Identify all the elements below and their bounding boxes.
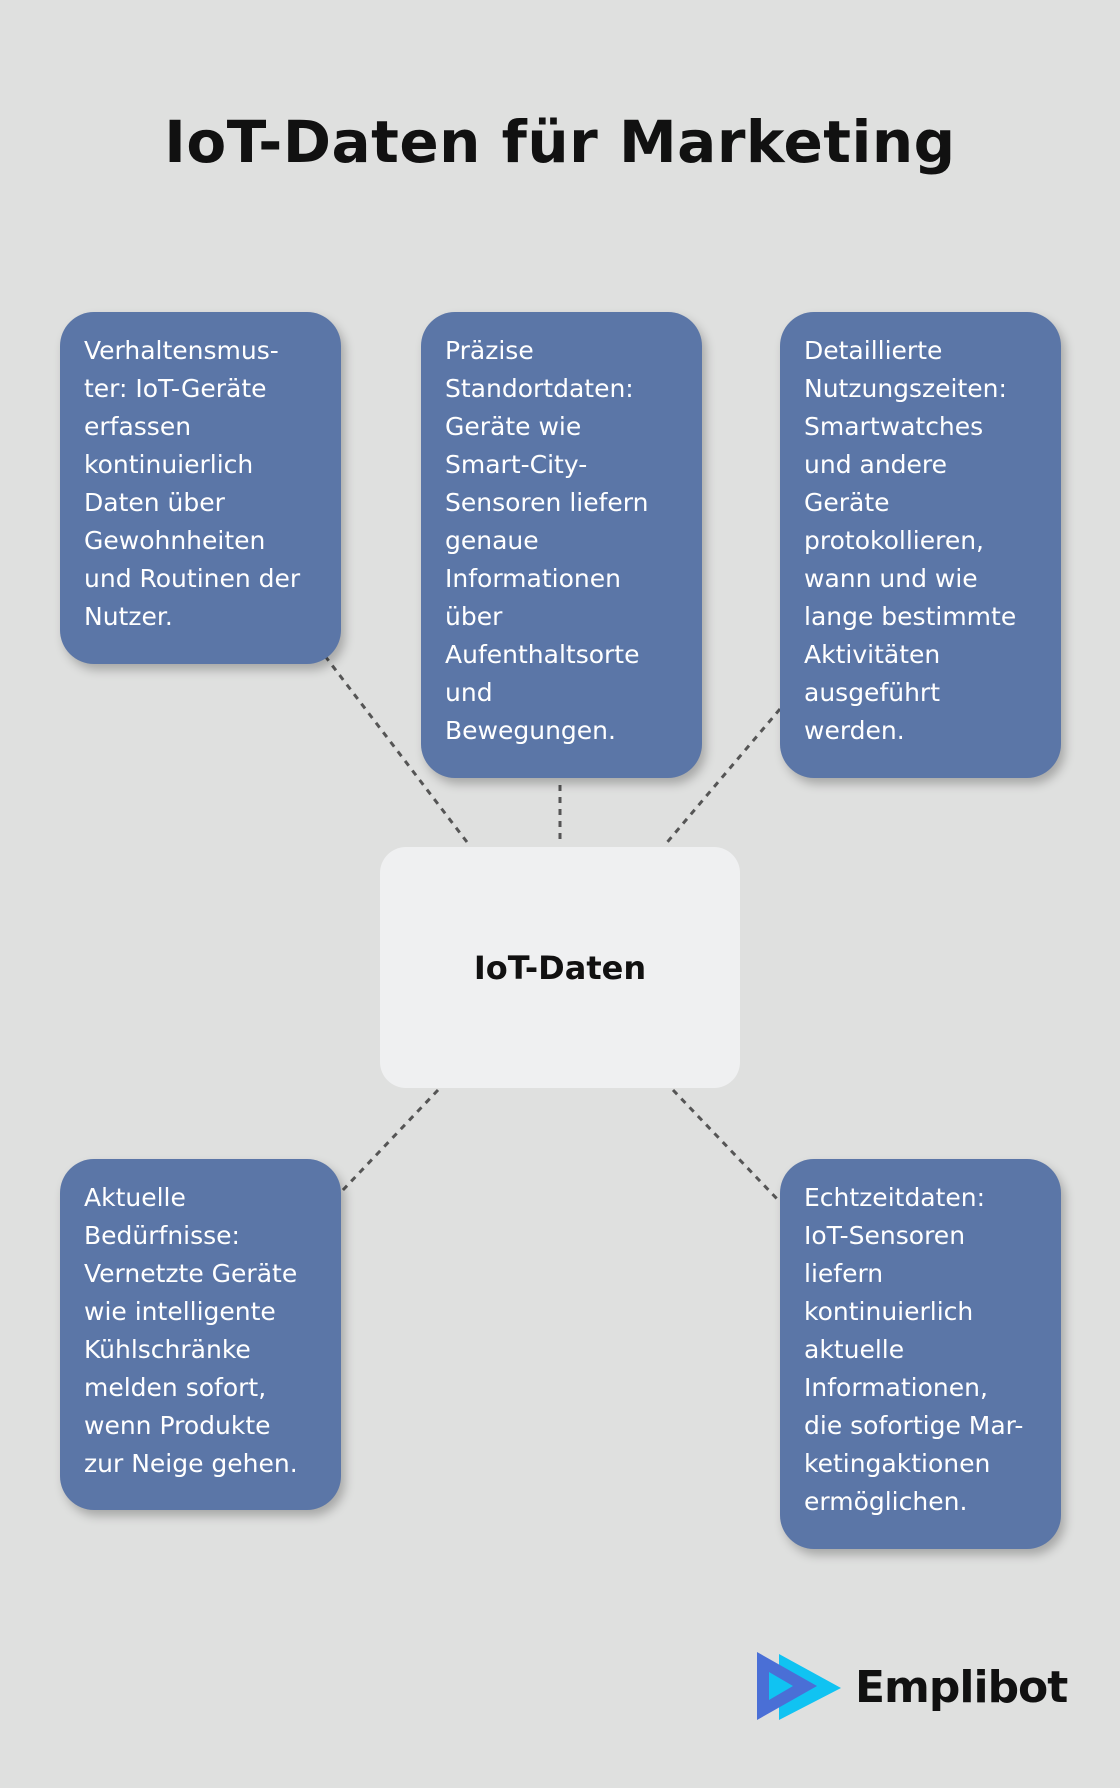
- emplibot-logo: Emplibot: [757, 1652, 1068, 1722]
- logo-play-icon: [757, 1652, 841, 1720]
- node-verhaltensmuster: Verhaltensmus- ter: IoT-Geräte erfassen …: [60, 312, 341, 664]
- connector-line: [340, 1088, 440, 1193]
- node-standortdaten: Präzise Standortdaten: Geräte wie Smart-…: [421, 312, 702, 778]
- node-nutzungszeiten: Detaillierte Nutzungszeiten: Smartwatche…: [780, 312, 1061, 778]
- node-echtzeitdaten: Echtzeitdaten: IoT-Sensoren liefern kont…: [780, 1159, 1061, 1549]
- node-beduerfnisse: Aktuelle Bedürfnisse: Vernetzte Geräte w…: [60, 1159, 341, 1510]
- connector-line: [662, 708, 782, 847]
- connector-line: [671, 1088, 782, 1204]
- logo-text: Emplibot: [855, 1661, 1068, 1713]
- center-node: IoT-Daten: [380, 847, 740, 1088]
- connector-line: [323, 655, 472, 847]
- page-title: IoT-Daten für Marketing: [164, 108, 956, 176]
